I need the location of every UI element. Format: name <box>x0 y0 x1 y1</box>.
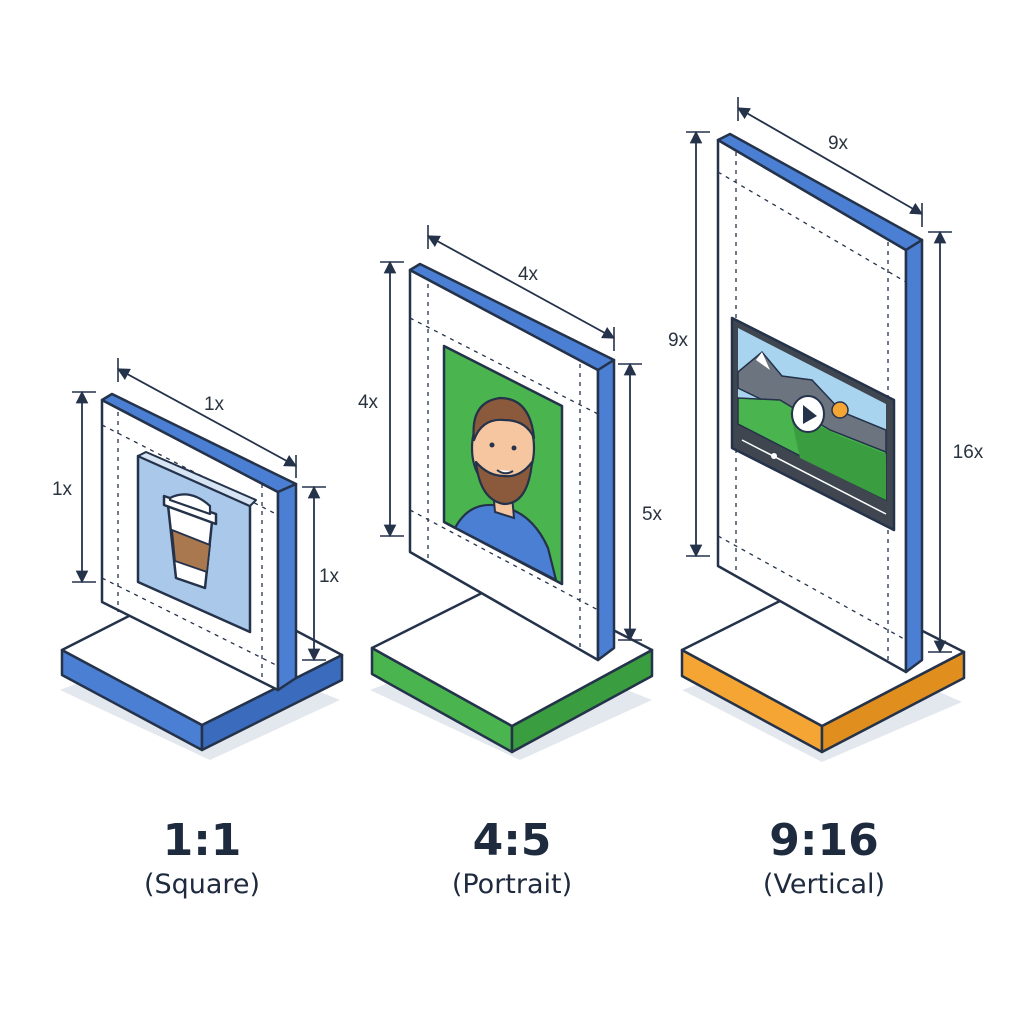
person-portrait-icon <box>442 344 564 586</box>
captions: 1:1 (Square) 4:5 (Portrait) 9:16 (Vertic… <box>144 815 885 900</box>
square-height-label: 1x <box>52 479 73 500</box>
vertical-height-label: 9x <box>668 330 689 351</box>
vertical-inner-height-label: 16x <box>953 442 984 463</box>
portrait-panel <box>408 262 616 662</box>
coffee-cup-icon <box>136 451 257 634</box>
square-stand: 1x 1x 1x <box>52 358 344 760</box>
square-name-label: (Square) <box>144 869 260 900</box>
vertical-name-label: (Vertical) <box>763 869 885 900</box>
portrait-width-label: 4x <box>518 264 539 285</box>
vertical-dimensions: 9x 9x 16x <box>668 97 984 654</box>
vertical-panel <box>716 132 924 674</box>
vertical-stand: 9x 9x 16x <box>668 97 984 762</box>
portrait-stand: 4x 4x 5x <box>358 225 663 760</box>
vertical-ratio-label: 9:16 <box>769 815 878 866</box>
portrait-name-label: (Portrait) <box>452 869 572 900</box>
portrait-ratio-label: 4:5 <box>473 815 552 866</box>
video-player-icon <box>730 316 896 532</box>
square-inner-height-label: 1x <box>319 566 340 587</box>
square-ratio-label: 1:1 <box>163 815 242 866</box>
vertical-width-label: 9x <box>828 133 849 154</box>
portrait-height-label: 4x <box>358 392 379 413</box>
portrait-inner-height-label: 5x <box>642 504 663 525</box>
square-dimensions: 1x 1x 1x <box>52 358 340 662</box>
portrait-dimensions: 4x 4x 5x <box>358 225 663 642</box>
square-width-label: 1x <box>204 394 225 415</box>
